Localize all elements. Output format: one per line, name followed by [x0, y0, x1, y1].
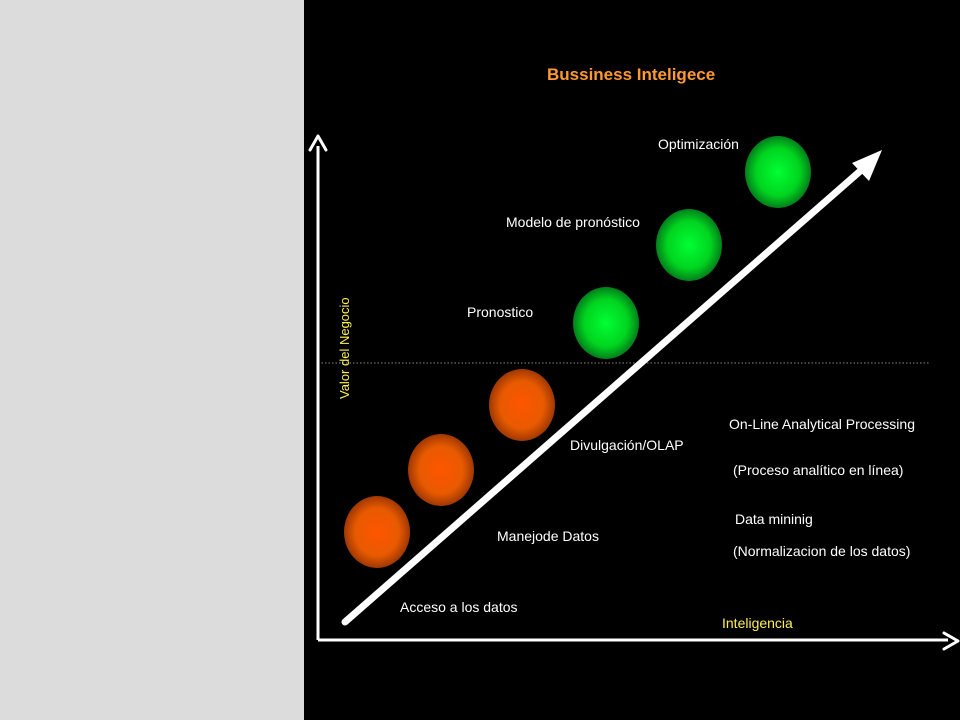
stage-label-manejo: Manejode Datos: [497, 528, 599, 544]
stage-label-modelo: Modelo de pronóstico: [506, 214, 640, 230]
stage-label-pronostico: Pronostico: [467, 304, 534, 320]
stage-circle-olap: [489, 369, 555, 441]
stage-circle-optimizacion: [745, 136, 811, 208]
stage-circle-modelo: [656, 209, 722, 281]
y-axis-label: Valor del Negocio: [337, 297, 352, 399]
stage-label-optimizacion: Optimización: [658, 136, 739, 152]
x-axis-label: Inteligencia: [722, 615, 793, 631]
stage-label-acceso: Acceso a los datos: [400, 599, 518, 615]
trend-arrow-head-icon: [852, 150, 882, 181]
stage-circle-acceso: [344, 496, 410, 568]
x-axis-arrow-icon: [942, 631, 960, 651]
note-olap-es: (Proceso analítico en línea): [733, 462, 904, 478]
left-panel: [0, 0, 304, 720]
stage-label-olap: Divulgación/OLAP: [570, 437, 684, 453]
stage-circle-pronostico: [573, 287, 639, 359]
y-axis-arrow-icon: [308, 134, 328, 152]
stage-circle-manejo: [408, 434, 474, 506]
note-olap: On-Line Analytical Processing: [729, 416, 915, 432]
note-mining: Data mininig: [735, 511, 813, 527]
diagram-title: Bussiness Inteligece: [547, 65, 716, 84]
trend-arrow-line: [341, 162, 870, 626]
note-mining-es: (Normalizacion de los datos): [733, 543, 911, 559]
